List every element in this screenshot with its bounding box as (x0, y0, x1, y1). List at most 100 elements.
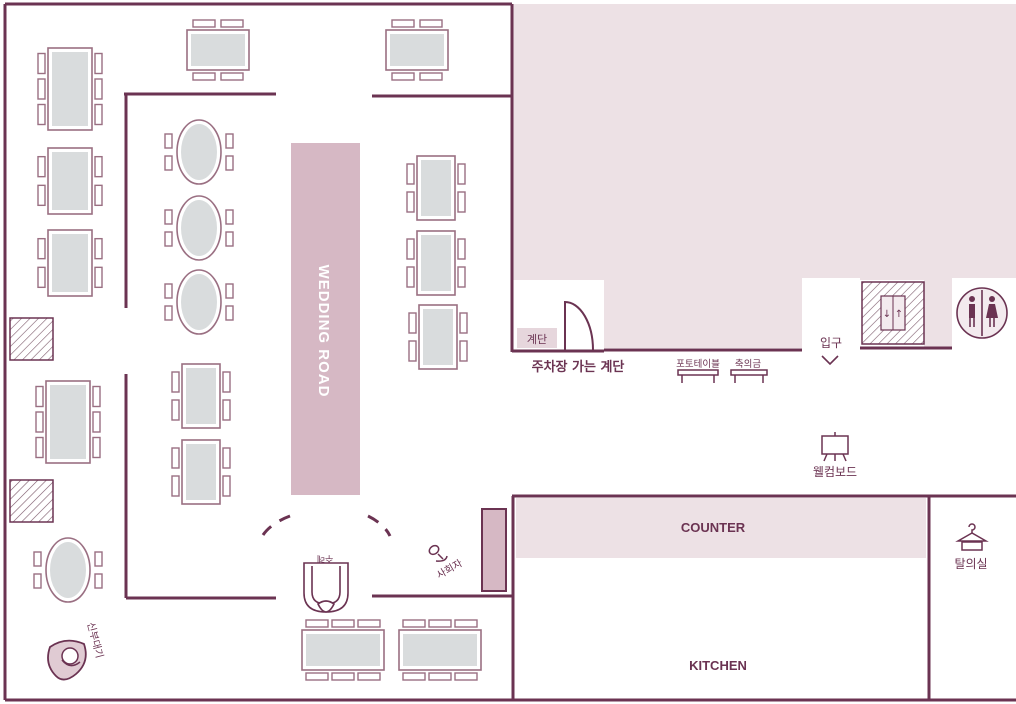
walls (3, 2, 1016, 702)
chair (164, 209, 173, 225)
chair (220, 19, 244, 28)
gift-table (730, 369, 768, 383)
chair (408, 312, 417, 334)
chair (92, 385, 101, 408)
chair (225, 209, 234, 225)
chair (164, 133, 173, 149)
chair (94, 551, 103, 567)
chair (225, 283, 234, 299)
side-cabinet (481, 508, 507, 592)
bride-icon (47, 639, 87, 681)
chair (402, 619, 426, 628)
chair (171, 371, 180, 393)
welcome-board-label: 웰컴보드 (813, 465, 857, 479)
chair (225, 155, 234, 171)
parking-stairs-label: 주차장 가는 계단 (532, 359, 625, 375)
officiant-label: 주례 (317, 553, 334, 564)
svg-text:↓: ↓ (883, 309, 891, 320)
chair (331, 619, 355, 628)
chair (37, 52, 46, 75)
table-top (52, 52, 88, 126)
table-top (403, 634, 477, 666)
seating (33, 19, 482, 681)
table-top (306, 634, 380, 666)
chair (94, 237, 103, 260)
chair (94, 103, 103, 126)
chair (192, 19, 216, 28)
pillar (9, 479, 54, 523)
chair (35, 436, 44, 459)
counter-area (516, 498, 926, 558)
chair (92, 436, 101, 459)
gift-money-label: 축의금 (735, 359, 761, 370)
table-top (50, 385, 86, 459)
chair (94, 184, 103, 207)
chair (428, 672, 452, 681)
chair (33, 573, 42, 589)
chair (305, 619, 329, 628)
dressing-room-label: 탈의실 (954, 557, 987, 571)
table-top (50, 542, 86, 598)
door[interactable] (564, 300, 594, 351)
chair (164, 283, 173, 299)
chair (305, 672, 329, 681)
table-top (181, 200, 217, 256)
chair (164, 155, 173, 171)
chair (220, 72, 244, 81)
chair (164, 305, 173, 321)
chair (406, 266, 415, 288)
easel-icon (821, 432, 849, 462)
pillar (9, 317, 54, 361)
table-top (423, 309, 453, 365)
chair (94, 266, 103, 289)
podium-icon (303, 562, 349, 613)
chair (171, 475, 180, 497)
chair (225, 305, 234, 321)
restricted-area (512, 4, 1016, 348)
photo-table (677, 369, 719, 383)
table-top (421, 160, 451, 216)
stage-arc (261, 514, 291, 536)
chair (459, 312, 468, 334)
counter-label: COUNTER (681, 520, 746, 535)
chair (35, 411, 44, 433)
chair (192, 72, 216, 81)
chair (222, 399, 231, 421)
chair (428, 619, 452, 628)
chair (391, 72, 415, 81)
chair (459, 340, 468, 362)
bride-room-label: 신부대기 (84, 621, 105, 660)
chair (222, 447, 231, 469)
chair (419, 19, 443, 28)
microphone-icon (428, 544, 448, 562)
chair (37, 103, 46, 126)
chair (454, 672, 478, 681)
chevron-down-icon (821, 355, 839, 366)
table-top (421, 235, 451, 291)
chair (457, 163, 466, 185)
chair (94, 78, 103, 100)
chair (406, 191, 415, 213)
chair (225, 231, 234, 247)
table-top (181, 124, 217, 180)
chair (37, 266, 46, 289)
chair (37, 155, 46, 178)
chair (171, 399, 180, 421)
chair (457, 191, 466, 213)
restroom-icon (956, 287, 1008, 339)
hanger-icon (955, 523, 989, 551)
chair (391, 19, 415, 28)
chair (171, 447, 180, 469)
chair (94, 52, 103, 75)
photo-table-label: 포토테이블 (676, 359, 720, 370)
stairs-box (517, 328, 557, 348)
chair (357, 619, 381, 628)
chair (225, 133, 234, 149)
wedding-road (291, 143, 360, 495)
chair (419, 72, 443, 81)
chair (331, 672, 355, 681)
table-top (390, 34, 444, 66)
chair (406, 238, 415, 260)
chair (164, 231, 173, 247)
